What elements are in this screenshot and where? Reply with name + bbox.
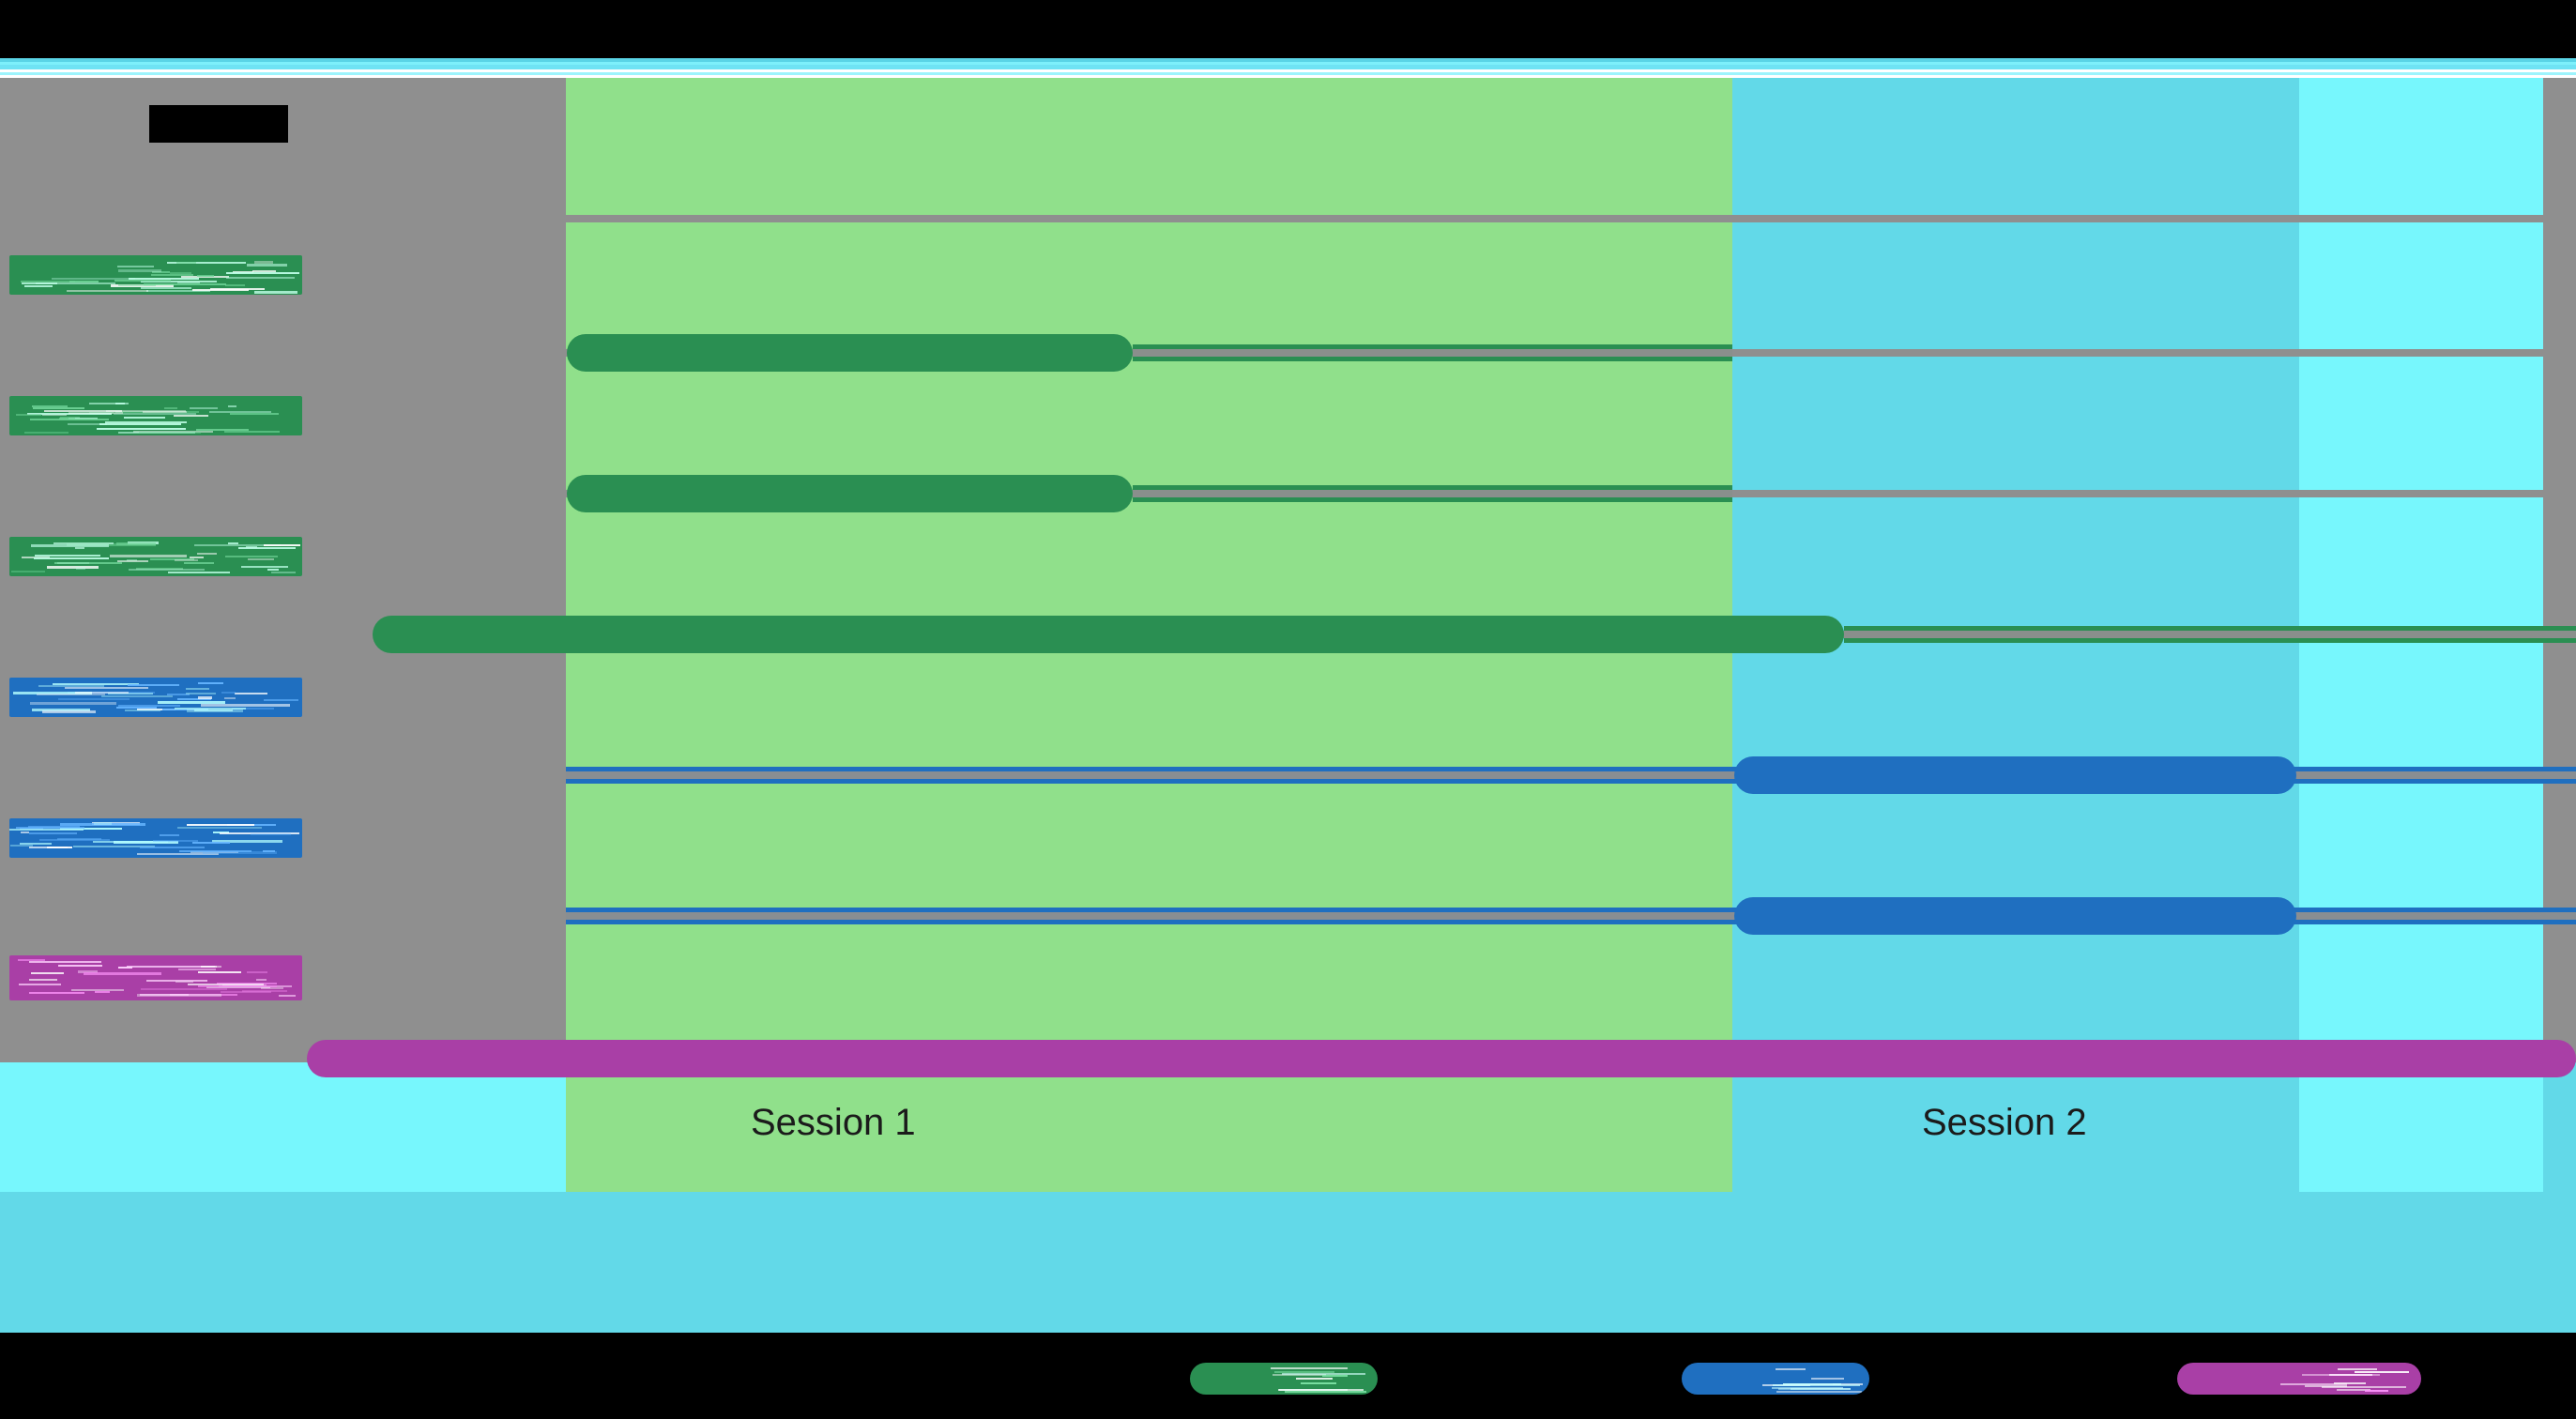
row-3-label[interactable] bbox=[9, 537, 302, 576]
legend-magenta[interactable] bbox=[2177, 1363, 2421, 1395]
top-rule-4 bbox=[0, 69, 2576, 72]
session-caption-2: Session 2 bbox=[1922, 1102, 2087, 1143]
top-rule-3 bbox=[0, 65, 2576, 69]
row-4-bar[interactable] bbox=[1734, 756, 2296, 794]
top-rule-1 bbox=[0, 58, 2576, 62]
row-5-label[interactable] bbox=[9, 818, 302, 858]
row-4-tail-core bbox=[566, 771, 2576, 779]
row-2-label[interactable] bbox=[9, 396, 302, 435]
row-1-bar[interactable] bbox=[567, 334, 1133, 372]
row-2-bar[interactable] bbox=[567, 475, 1133, 512]
title-redaction-block bbox=[149, 105, 288, 143]
left-footer-strip bbox=[0, 1060, 566, 1192]
row-6-bar[interactable] bbox=[307, 1040, 2576, 1077]
right-footer-strip bbox=[2543, 1060, 2576, 1192]
row-1-label[interactable] bbox=[9, 255, 302, 295]
bottom-cyan-band bbox=[0, 1192, 2576, 1333]
top-letterbox bbox=[0, 0, 2576, 58]
row-3-bar[interactable] bbox=[373, 616, 1844, 653]
legend-blue[interactable] bbox=[1682, 1363, 1869, 1395]
row-1-tail-core bbox=[1133, 349, 1732, 357]
row-5-tail-core bbox=[566, 912, 2576, 920]
plot-background-right bbox=[2543, 78, 2576, 1060]
top-rule-2 bbox=[0, 62, 2576, 65]
session-caption-1: Session 1 bbox=[751, 1102, 916, 1143]
gridline-1 bbox=[0, 215, 2576, 222]
row-3-tail-core bbox=[1844, 631, 2576, 638]
row-6-label[interactable] bbox=[9, 955, 302, 1000]
legend-green[interactable] bbox=[1190, 1363, 1378, 1395]
top-rule-6 bbox=[0, 75, 2576, 78]
row-5-bar[interactable] bbox=[1734, 897, 2296, 935]
row-2-tail-core bbox=[1133, 490, 1732, 497]
top-rule-5 bbox=[0, 72, 2576, 75]
gantt-plot-area: Session 1 Session 2 bbox=[0, 78, 2576, 1192]
row-4-label[interactable] bbox=[9, 678, 302, 717]
